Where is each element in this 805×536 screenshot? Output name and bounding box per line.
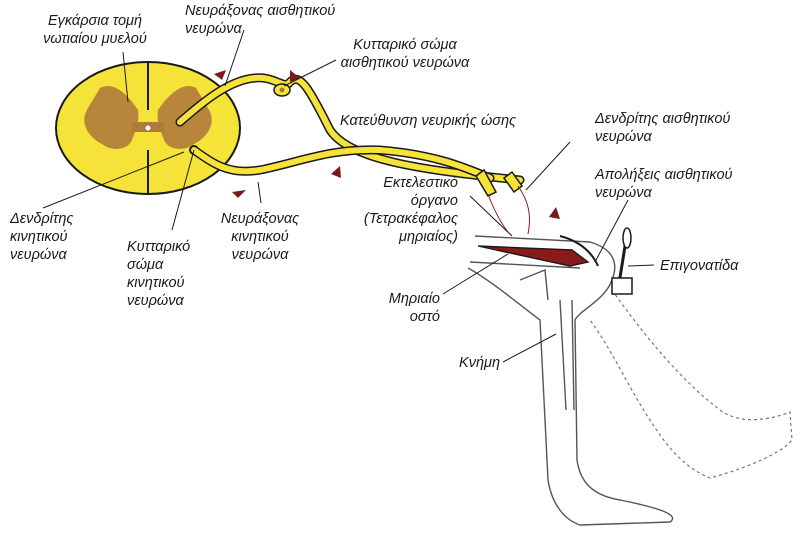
label-effector-organ: Εκτελεστικό όργανο (Τετρακέφαλος μηριαίο… [363, 175, 458, 245]
spinal-cord-cross-section [55, 61, 241, 195]
swung-leg-dashed [589, 289, 793, 479]
arrow-5 [549, 207, 560, 219]
label-motor-dendrite: Δενδρίτης κινητικού νευρώνα [10, 211, 74, 263]
motor-neuron-pathway [189, 145, 524, 197]
leader-lines [42, 29, 655, 363]
leg-drawing [467, 235, 674, 526]
label-kneecap: Επιγονατίδα [660, 258, 739, 274]
label-tibia: Κνήμη [459, 355, 500, 371]
label-sensory-cell-body: Κυτταρικό σώμα αισθητικού νευρώνα [340, 37, 470, 71]
label-sensory-endings: Απολήξεις αισθητικού νευρώνα [595, 167, 733, 201]
arrow-4 [232, 190, 246, 198]
label-sensory-dendrite: Δενδρίτης αισθητικού νευρώνα [595, 111, 731, 145]
label-motor-cell-body: Κυτταρικό σώμα κινητικού νευρώνα [127, 239, 191, 309]
label-motor-axon: Νευράξονας κινητικού νευρώνα [220, 211, 300, 263]
quadriceps-muscle [477, 245, 590, 267]
label-sensory-axon: Νευράξονας αισθητικού νευρώνα [185, 3, 336, 37]
label-spinal-cross-section: Εγκάρσια τομή νωτιαίου μυελού [43, 13, 147, 47]
arrow-1 [214, 70, 226, 80]
label-impulse-direction: Κατεύθυνση νευρικής ώσης [340, 113, 517, 129]
arrow-3 [331, 166, 341, 178]
label-femur: Μηριαίο οστό [388, 291, 440, 325]
reflex-hammer [611, 227, 633, 295]
sensory-dendrite-fibres [487, 185, 531, 235]
